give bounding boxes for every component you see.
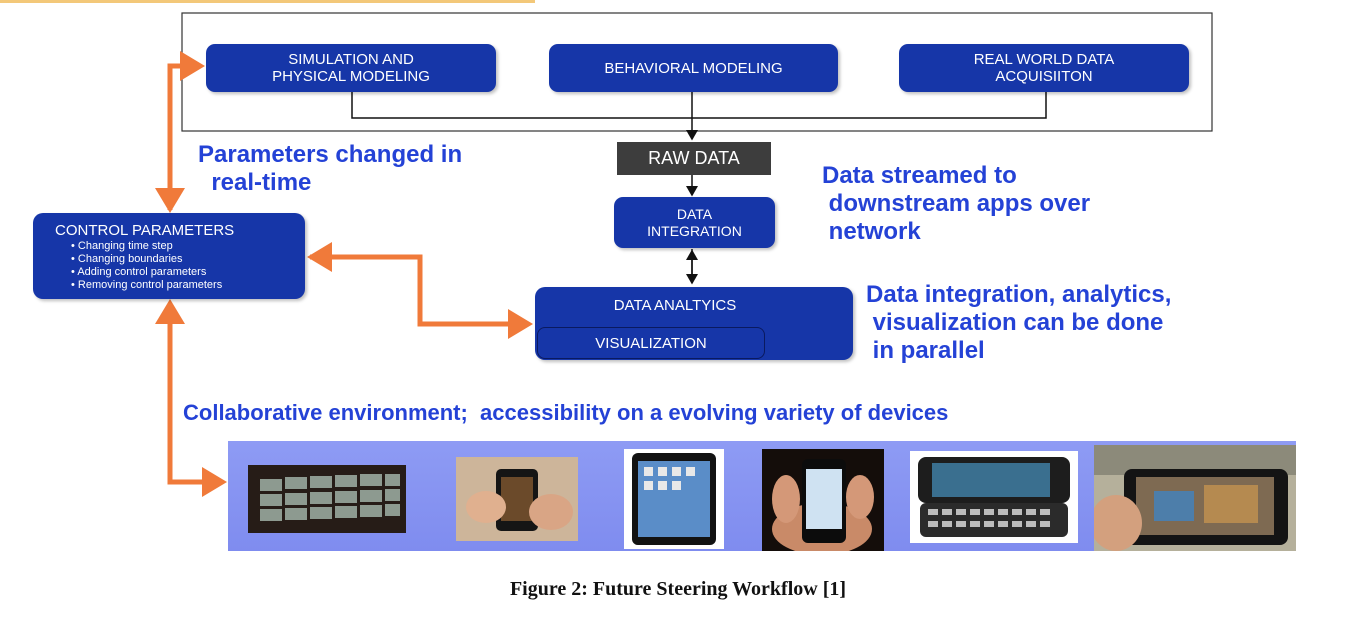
parameters-note: Parameters changed in real-time bbox=[198, 141, 463, 196]
control-devices-arrow bbox=[167, 305, 227, 497]
iphone-in-hand-image bbox=[762, 449, 884, 551]
simulation-label-2: PHYSICAL MODELING bbox=[272, 68, 430, 85]
control-item: Removing control parameters bbox=[71, 279, 305, 292]
integration-label-1: DATA bbox=[676, 205, 713, 222]
integration-label-2: INTEGRATION bbox=[647, 222, 742, 239]
figure-caption: Figure 2: Future Steering Workflow [1] bbox=[509, 578, 847, 600]
smartphone-in-hand-image bbox=[456, 457, 578, 541]
collaborative-note: Collaborative environment; accessibility… bbox=[183, 400, 949, 425]
control-item: Changing time step bbox=[71, 240, 305, 253]
streamed-note: Data streamed to downstream apps over ne… bbox=[822, 162, 1091, 245]
control-analytics-arrow bbox=[310, 254, 533, 339]
parallel-note: Data integration, analytics, visualizati… bbox=[866, 281, 1172, 364]
control-item: Changing boundaries bbox=[71, 253, 305, 266]
control-list: Changing time step Changing boundaries A… bbox=[71, 240, 305, 292]
keyboard-phone-image bbox=[910, 451, 1078, 543]
tablet-in-hand-image bbox=[1094, 445, 1296, 551]
real-world-label-2: ACQUISIITON bbox=[995, 68, 1093, 85]
raw-data-label: RAW DATA bbox=[648, 148, 740, 168]
behavioral-label: BEHAVIORAL MODELING bbox=[604, 59, 783, 77]
visualization-box: VISUALIZATION bbox=[537, 327, 765, 359]
video-wall-image bbox=[248, 465, 406, 533]
data-analytics-box: DATA ANALTYICS VISUALIZATION bbox=[535, 287, 853, 360]
tablet-image bbox=[624, 449, 724, 549]
top-accent-line bbox=[0, 0, 535, 3]
behavioral-modeling-box: BEHAVIORAL MODELING bbox=[549, 44, 838, 92]
control-parameters-box: CONTROL PARAMETERS Changing time step Ch… bbox=[33, 213, 305, 299]
simulation-label-1: SIMULATION AND bbox=[288, 51, 414, 68]
devices-strip bbox=[228, 441, 1296, 551]
real-world-label-1: REAL WORLD DATA bbox=[973, 51, 1115, 68]
analytics-label: DATA ANALTYICS bbox=[613, 297, 737, 314]
collector-line bbox=[351, 92, 1047, 119]
control-title: CONTROL PARAMETERS bbox=[55, 222, 235, 239]
visualization-label: VISUALIZATION bbox=[595, 334, 707, 352]
control-to-sources-arrow bbox=[167, 51, 205, 210]
raw-data-box: RAW DATA bbox=[617, 142, 771, 175]
control-item: Adding control parameters bbox=[71, 266, 305, 279]
